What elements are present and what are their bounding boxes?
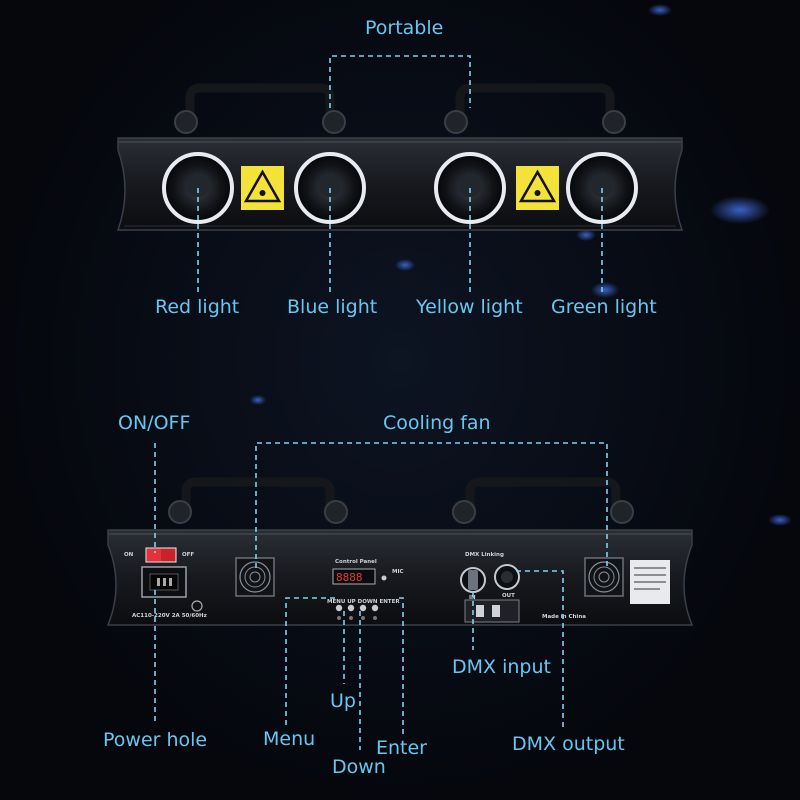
cooling-fan-icon xyxy=(584,557,624,597)
power-hole-label: Power hole xyxy=(103,729,208,751)
in-text: IN xyxy=(469,595,476,601)
made-in-china-text: Made in China xyxy=(542,614,586,620)
dmx-linking-text: DMX Linking xyxy=(465,552,504,558)
red-light-label: Red light xyxy=(155,296,240,318)
laser-warning-icon xyxy=(241,166,284,210)
yellow-light-label: Yellow light xyxy=(416,296,523,318)
led-display xyxy=(332,568,376,585)
power-rating-text: AC110-220V 2A 50/60Hz xyxy=(132,613,207,619)
mic-text: MIC xyxy=(392,569,404,575)
blue-light-label: Blue light xyxy=(287,296,378,318)
buttons-text: MENU UP DOWN ENTER xyxy=(327,599,400,605)
enter-label: Enter xyxy=(376,737,427,759)
cooling-fan-icon xyxy=(235,557,275,597)
front-leader-lines xyxy=(197,55,603,292)
front-unit xyxy=(116,83,684,231)
menu-label: Menu xyxy=(263,728,316,750)
green-light-label: Green light xyxy=(551,296,657,318)
dmx-output-connector-icon xyxy=(494,564,520,590)
control-buttons xyxy=(335,604,379,620)
handle-knob-icon xyxy=(174,110,626,134)
on-text: ON xyxy=(124,552,134,558)
dmx-output-label: DMX output xyxy=(512,733,625,755)
up-label: Up xyxy=(330,690,356,712)
off-text: OFF xyxy=(182,552,194,558)
dmx-input-connector-icon xyxy=(460,567,486,593)
cooling-fan-label: Cooling fan xyxy=(383,412,491,434)
out-text: OUT xyxy=(502,593,515,599)
rear-unit: ON OFF Control Panel MIC 8888 MENU UP DO… xyxy=(106,477,694,626)
display-digits: 8888 xyxy=(336,571,363,584)
rear-leader-lines xyxy=(154,442,608,750)
laser-warning-icon xyxy=(516,166,559,210)
down-label: Down xyxy=(332,756,386,778)
dmx-input-label: DMX input xyxy=(452,656,551,678)
control-panel-text: Control Panel xyxy=(335,559,377,565)
power-socket-icon xyxy=(141,566,203,612)
mic-icon xyxy=(381,575,387,581)
portable-label: Portable xyxy=(365,17,444,39)
power-switch xyxy=(145,547,177,563)
background-glows xyxy=(250,4,792,526)
on-off-label: ON/OFF xyxy=(118,412,191,434)
handle-knob-icon xyxy=(168,500,634,524)
